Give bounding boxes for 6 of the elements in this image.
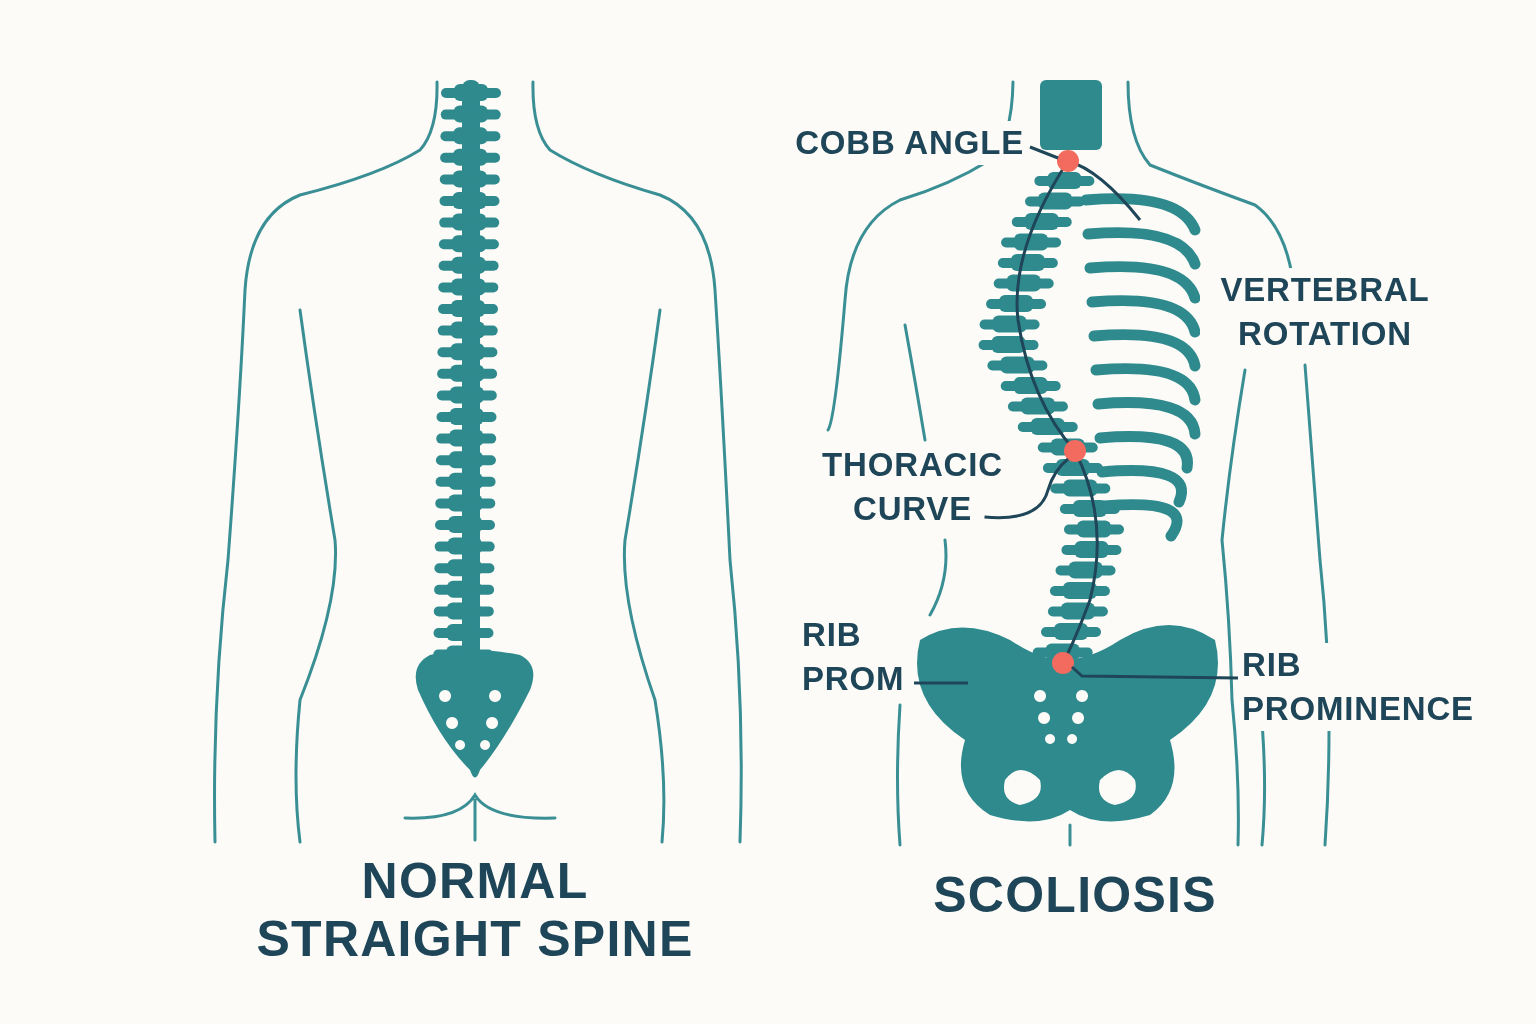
leader-line	[984, 457, 1069, 520]
figure-heading: SCOLIOSIS	[932, 866, 1218, 924]
figure-heading: NORMAL STRAIGHT SPINE	[255, 852, 695, 968]
leader-line	[1029, 145, 1059, 160]
leader-line	[1071, 665, 1239, 680]
leader-line	[914, 681, 968, 685]
